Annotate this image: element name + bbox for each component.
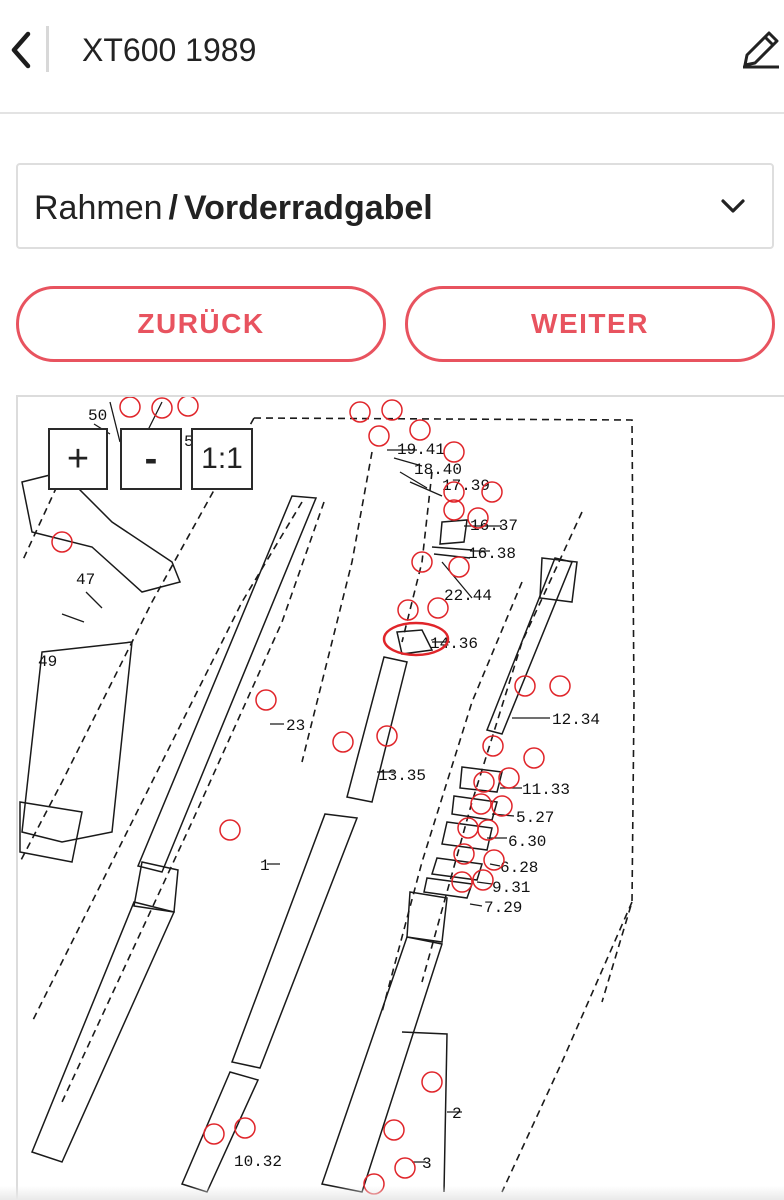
part-label: 6.28: [500, 859, 538, 877]
part-label: 9.31: [492, 879, 530, 897]
part-label: 1: [260, 857, 270, 875]
pencil-icon: [743, 31, 779, 69]
selected-part-highlight: [382, 621, 450, 657]
part-label: 18.40: [414, 461, 462, 479]
part-label: 11.33: [522, 781, 570, 799]
part-label: 47: [76, 571, 95, 589]
header-divider: [46, 26, 49, 72]
category-selector[interactable]: Rahmen/Vorderradgabel: [16, 163, 774, 249]
part-label: 49: [38, 653, 57, 671]
part-label: 3: [422, 1155, 432, 1173]
back-button[interactable]: [0, 20, 40, 80]
part-label: 6.30: [508, 833, 546, 851]
part-label: 7.29: [484, 899, 522, 917]
zoom-out-button[interactable]: -: [120, 428, 182, 490]
part-label: 13.35: [378, 767, 426, 785]
part-label: 19.41: [397, 441, 445, 459]
breadcrumb-parent: Rahmen: [34, 189, 163, 227]
next-button[interactable]: WEITER: [405, 286, 775, 362]
parts-diagram-viewer[interactable]: 50 19.41 18.40 17.39 16.37 16.38 22.44 1…: [16, 395, 784, 1200]
breadcrumb-current: Vorderradgabel: [183, 189, 433, 227]
part-label: 16.37: [470, 517, 518, 535]
part-label: 5.27: [516, 809, 554, 827]
previous-button[interactable]: ZURÜCK: [16, 286, 386, 362]
chevron-down-icon: [721, 199, 745, 213]
page-title: XT600 1989: [82, 32, 257, 68]
part-label: 2: [452, 1105, 462, 1123]
part-label: 12.34: [552, 711, 600, 729]
bottom-edge-shadow: [0, 1186, 784, 1200]
chevron-left-icon: [11, 31, 31, 69]
part-label: 22.44: [444, 587, 492, 605]
zoom-reset-button[interactable]: 1:1: [191, 428, 253, 490]
hotspot-markers: [51, 397, 571, 1195]
part-label: 5: [184, 433, 194, 451]
edit-button[interactable]: [734, 22, 784, 76]
top-bar: XT600 1989: [0, 0, 784, 114]
part-label: 23: [286, 717, 305, 735]
part-label: 10.32: [234, 1153, 282, 1171]
part-label: 17.39: [442, 477, 490, 495]
parts-diagram: 50 19.41 18.40 17.39 16.37 16.38 22.44 1…: [19, 397, 635, 1195]
part-label: 50: [88, 407, 107, 425]
breadcrumb-separator: /: [168, 189, 178, 227]
zoom-in-button[interactable]: +: [48, 428, 108, 490]
part-label: 16.38: [468, 545, 516, 563]
breadcrumb: Rahmen/Vorderradgabel: [34, 187, 433, 229]
